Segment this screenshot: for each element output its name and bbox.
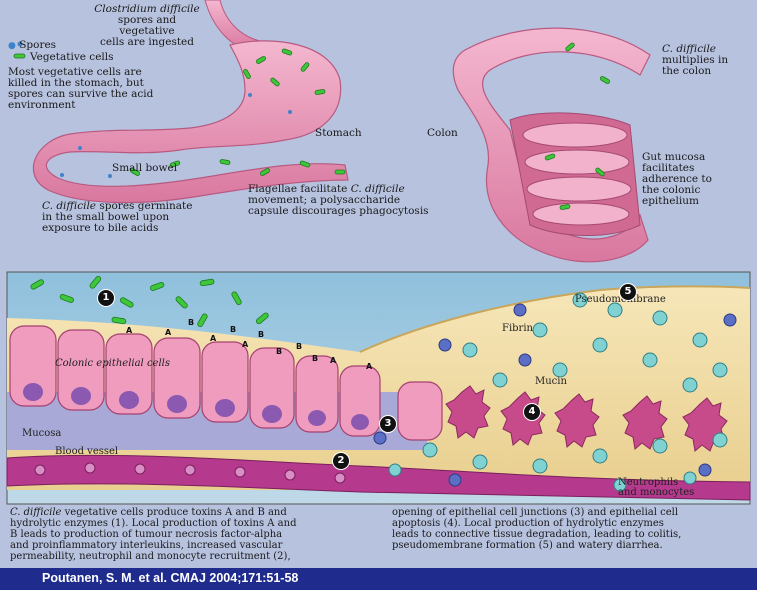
toxin-a: A <box>330 356 337 365</box>
mucosa-label: Mucosa <box>22 428 62 439</box>
epithelial-cells <box>9 325 443 441</box>
small-bowel-label: Small bowel <box>112 162 178 174</box>
pseudomembrane-edge <box>359 285 751 353</box>
fibrin-label: Fibrin <box>502 323 533 334</box>
legend-bacterium <box>13 53 26 59</box>
citation-bar: Poutanen, S. M. et al. CMAJ 2004;171:51-… <box>0 568 757 590</box>
toxin-b: B <box>296 342 303 351</box>
marker-5: 5 <box>619 283 637 301</box>
toxin-a: A <box>210 334 217 343</box>
mucin-label: Mucin <box>535 376 567 387</box>
neutrophils <box>388 292 728 492</box>
toxin-a: A <box>126 326 133 335</box>
legend-vegetative: Vegetative cells <box>30 51 114 63</box>
blood-vessel-label: Blood vessel <box>55 446 119 457</box>
caption-left: C. difficile vegetative cells produce to… <box>10 507 297 562</box>
stomach-label: Stomach <box>315 127 362 139</box>
marker-2: 2 <box>332 452 350 470</box>
vessel-cells <box>34 462 346 484</box>
toxin-a: A <box>165 328 172 337</box>
spore-icon: ● <box>8 41 16 51</box>
toxin-b: B <box>312 354 319 363</box>
marker-4: 4 <box>523 403 541 421</box>
toxin-b: B <box>258 330 265 339</box>
cell-nuclei <box>23 383 369 430</box>
panel-bacteria <box>30 275 269 328</box>
toxin-a: A <box>366 362 373 371</box>
marker-1: 1 <box>97 289 115 307</box>
marker-3: 3 <box>379 415 397 433</box>
pseudomembrane-label: Pseudomembrane <box>575 294 666 305</box>
toxin-b: B <box>230 325 237 334</box>
stomach-spores <box>17 41 292 178</box>
monocytes <box>373 303 737 487</box>
toxin-b: B <box>276 347 283 356</box>
citation-text: Poutanen, S. M. et al. CMAJ 2004;171:51-… <box>42 571 299 585</box>
toxin-a: A <box>242 340 249 349</box>
colon-folds <box>522 122 632 226</box>
colon-label: Colon <box>427 127 458 139</box>
colon-shape <box>452 27 651 263</box>
caption-right: opening of epithelial cell junctions (3)… <box>392 507 682 551</box>
toxin-b: B <box>188 318 195 327</box>
stomach-bacteria <box>130 42 610 210</box>
epithelial-label: Colonic epithelial cells <box>55 358 170 369</box>
stomach-shape <box>32 40 349 204</box>
legend-spores: ● Spores <box>8 39 57 52</box>
apoptotic-cells <box>445 385 728 452</box>
